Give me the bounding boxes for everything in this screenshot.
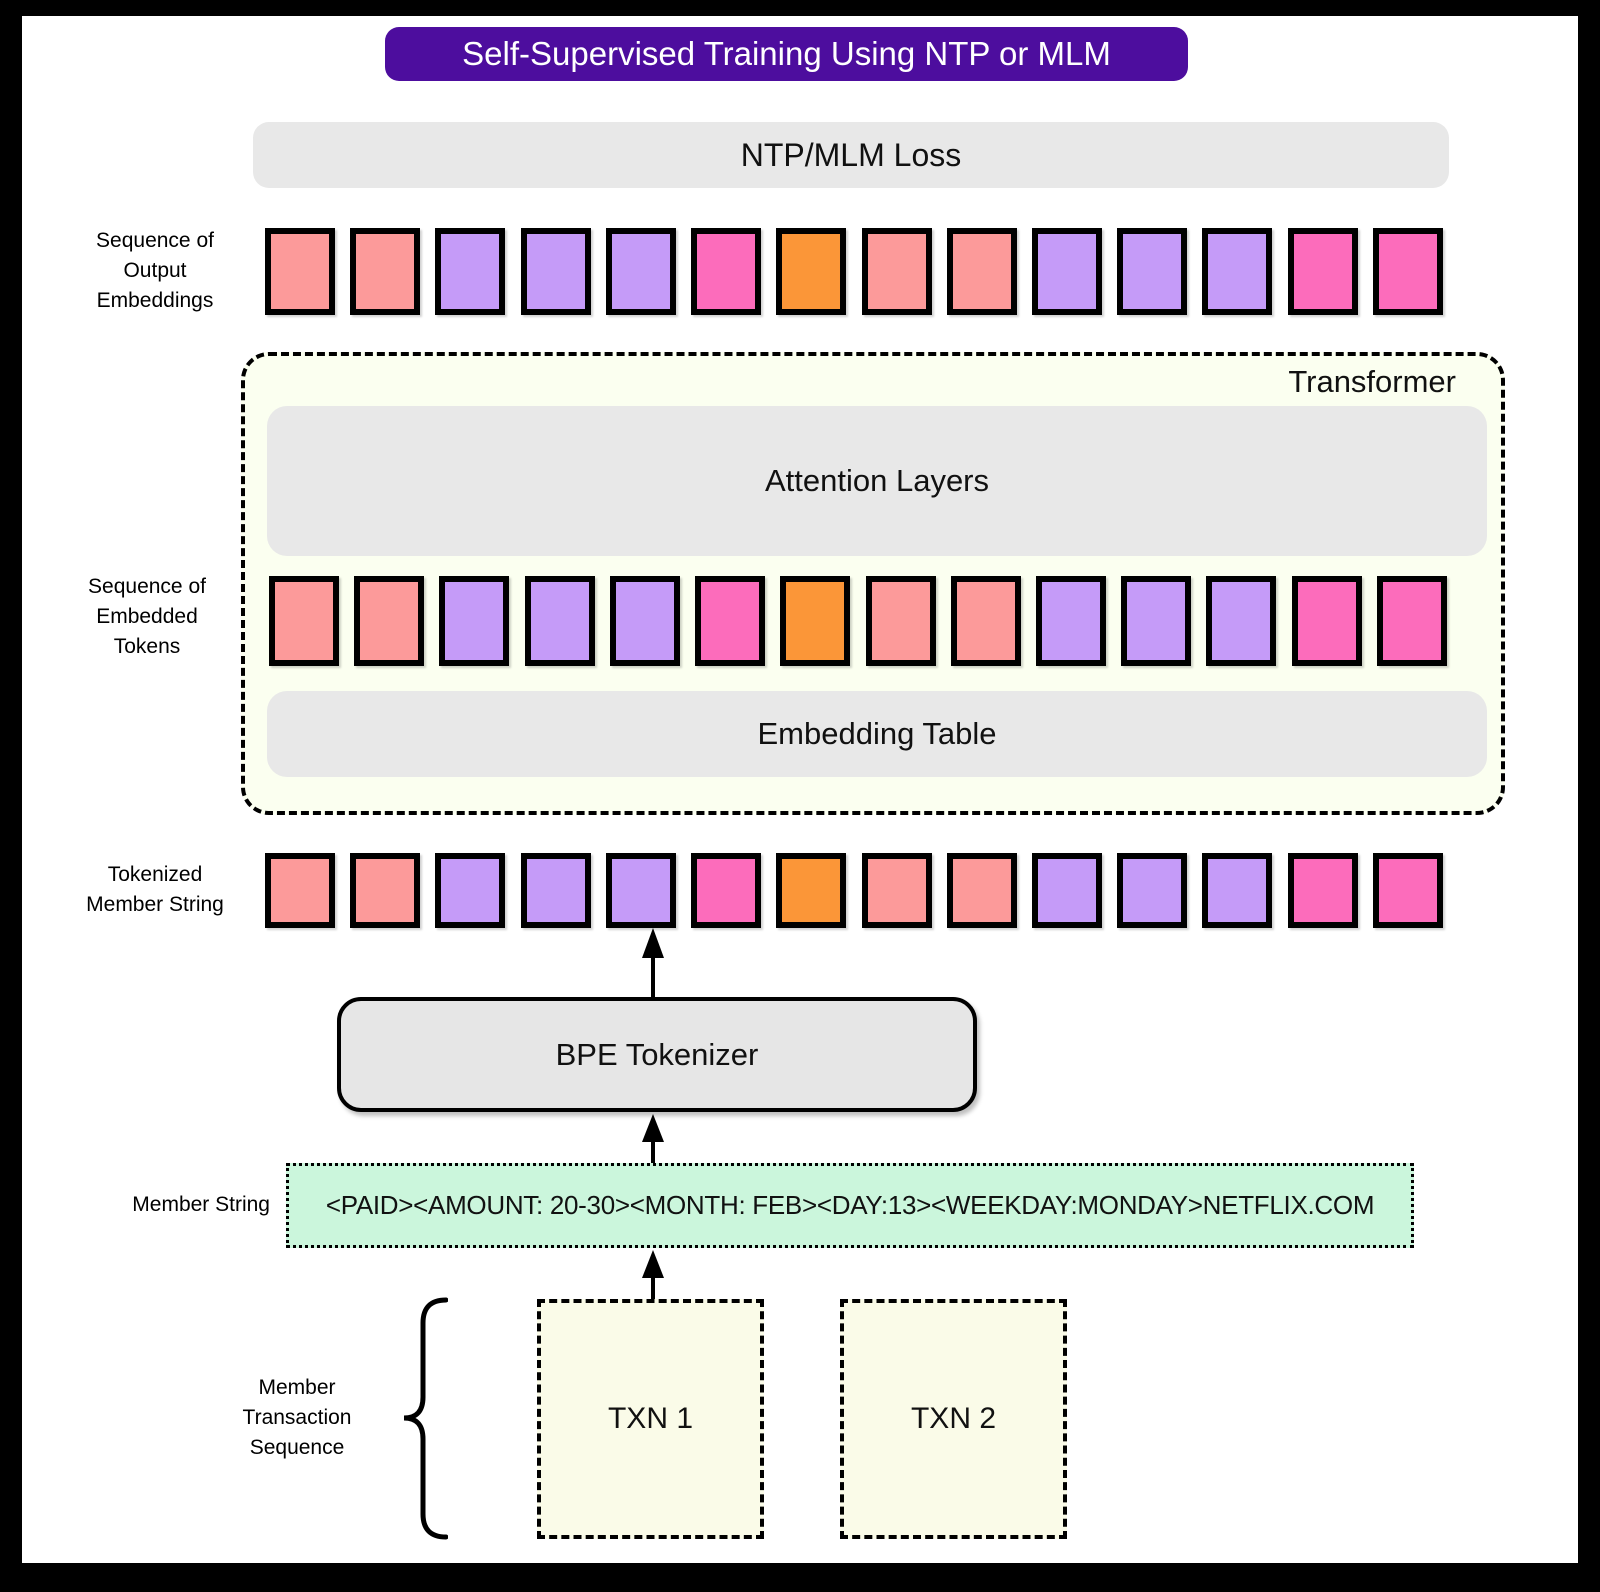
embedded-tokens-label: Sequence of Embedded Tokens xyxy=(88,575,206,658)
token-lavender xyxy=(1031,228,1102,315)
arrow-up-icon xyxy=(640,1114,666,1163)
embedded-tokens-row xyxy=(269,576,1447,666)
token-salmon xyxy=(946,228,1017,315)
token-lavender xyxy=(1202,853,1273,928)
token-lavender xyxy=(520,853,591,928)
token-lavender xyxy=(1035,576,1106,666)
arrow-up-icon xyxy=(640,928,666,997)
arrow-up-icon xyxy=(640,1250,666,1299)
ntp-mlm-loss-box: NTP/MLM Loss xyxy=(253,122,1449,188)
token-salmon xyxy=(269,576,339,666)
token-lavender xyxy=(1031,853,1102,928)
token-salmon xyxy=(354,576,425,666)
member-string-label: Member String xyxy=(132,1193,270,1216)
output-embeddings-row xyxy=(265,228,1443,315)
token-lavender xyxy=(524,576,595,666)
token-salmon xyxy=(265,853,335,928)
token-salmon xyxy=(946,853,1017,928)
token-lavender xyxy=(520,228,591,315)
member-string-box: <PAID><AMOUNT: 20-30><MONTH: FEB><DAY:13… xyxy=(286,1163,1414,1248)
token-salmon xyxy=(350,228,421,315)
txn-1-box: TXN 1 xyxy=(537,1299,764,1539)
token-salmon xyxy=(861,853,932,928)
token-magenta xyxy=(1291,576,1362,666)
token-lavender xyxy=(439,576,510,666)
tokenized-member-string-label: Tokenized Member String xyxy=(86,863,224,916)
member-transaction-sequence-label: Member Transaction Sequence xyxy=(242,1376,352,1459)
token-orange xyxy=(776,853,847,928)
token-lavender xyxy=(435,853,506,928)
token-magenta xyxy=(691,853,762,928)
tokenized-member-string-row xyxy=(265,853,1443,928)
token-magenta xyxy=(1376,576,1447,666)
curly-brace-icon xyxy=(396,1297,449,1540)
token-magenta xyxy=(1287,853,1358,928)
token-magenta xyxy=(691,228,762,315)
token-lavender xyxy=(605,853,676,928)
token-lavender xyxy=(1202,228,1273,315)
token-lavender xyxy=(609,576,680,666)
token-magenta xyxy=(695,576,766,666)
token-lavender xyxy=(1206,576,1277,666)
token-salmon xyxy=(865,576,936,666)
token-lavender xyxy=(605,228,676,315)
txn-2-box: TXN 2 xyxy=(840,1299,1067,1539)
token-salmon xyxy=(265,228,335,315)
token-orange xyxy=(780,576,851,666)
bpe-tokenizer-box: BPE Tokenizer xyxy=(337,997,977,1112)
token-lavender xyxy=(1117,853,1188,928)
diagram-canvas: Self-Supervised Training Using NTP or ML… xyxy=(22,16,1578,1563)
embedding-table-box: Embedding Table xyxy=(267,691,1487,777)
output-embeddings-label: Sequence of Output Embeddings xyxy=(96,229,214,312)
token-lavender xyxy=(1121,576,1192,666)
token-orange xyxy=(776,228,847,315)
token-magenta xyxy=(1372,853,1443,928)
token-salmon xyxy=(950,576,1021,666)
token-salmon xyxy=(861,228,932,315)
token-salmon xyxy=(350,853,421,928)
diagram-title: Self-Supervised Training Using NTP or ML… xyxy=(385,27,1188,81)
token-magenta xyxy=(1372,228,1443,315)
attention-layers-box: Attention Layers xyxy=(267,406,1487,556)
transformer-box: Transformer Attention Layers Embedding T… xyxy=(241,352,1505,815)
token-lavender xyxy=(1117,228,1188,315)
token-lavender xyxy=(435,228,506,315)
token-magenta xyxy=(1287,228,1358,315)
transformer-label: Transformer xyxy=(1288,364,1456,399)
